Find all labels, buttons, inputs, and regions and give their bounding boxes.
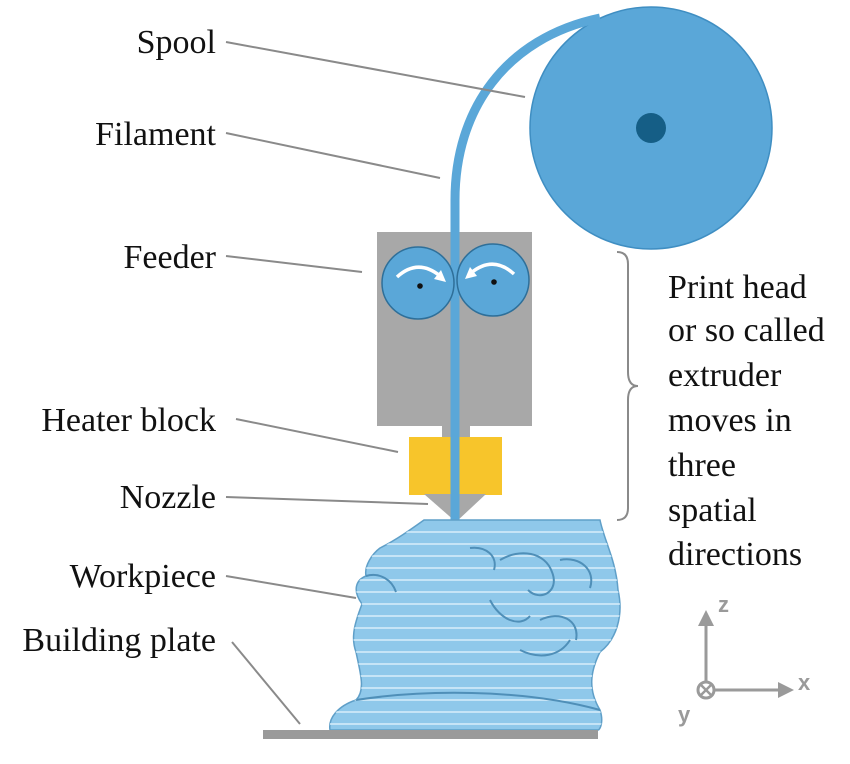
z-axis-label: z — [718, 592, 729, 617]
axes-indicator: z x y — [678, 592, 811, 727]
print-head-note-line: extruder — [668, 357, 782, 394]
print-head-note-line: or so called — [668, 312, 825, 349]
leader-heater-block — [235, 418, 399, 453]
leader-nozzle — [225, 496, 429, 505]
print-head-note-line: directions — [668, 536, 802, 573]
label-workpiece: Workpiece — [70, 558, 216, 595]
workpiece — [329, 519, 621, 731]
label-spool: Spool — [137, 24, 216, 61]
leader-feeder — [225, 255, 363, 273]
leader-workpiece — [225, 575, 357, 599]
print-head-note-line: three — [668, 447, 736, 484]
spool — [529, 6, 773, 250]
building-plate — [263, 730, 598, 739]
x-axis-label: x — [798, 670, 811, 695]
leader-building-plate — [231, 641, 301, 725]
print-head-note-line: Print head — [668, 269, 807, 306]
label-feeder: Feeder — [123, 239, 216, 276]
label-nozzle: Nozzle — [120, 479, 216, 516]
label-filament: Filament — [95, 116, 216, 153]
print-head-note: Print head or so called extruder moves i… — [668, 269, 825, 573]
z-axis-arrow — [698, 610, 714, 626]
print-head-note-line: spatial — [668, 492, 757, 529]
spool-hub — [636, 113, 666, 143]
leader-spool — [225, 41, 526, 98]
label-heater-block: Heater block — [41, 402, 216, 439]
y-axis-label: y — [678, 702, 691, 727]
workpiece-layers — [330, 531, 620, 725]
x-axis-arrow — [778, 682, 794, 698]
print-head-brace — [616, 251, 639, 521]
leader-filament — [225, 132, 441, 179]
leader-lines — [225, 41, 526, 725]
filament — [450, 13, 601, 520]
print-head-note-line: moves in — [668, 402, 792, 439]
label-building-plate: Building plate — [22, 622, 216, 659]
feeder-wheel-right — [456, 243, 530, 317]
feeder-wheel-left — [381, 246, 455, 320]
